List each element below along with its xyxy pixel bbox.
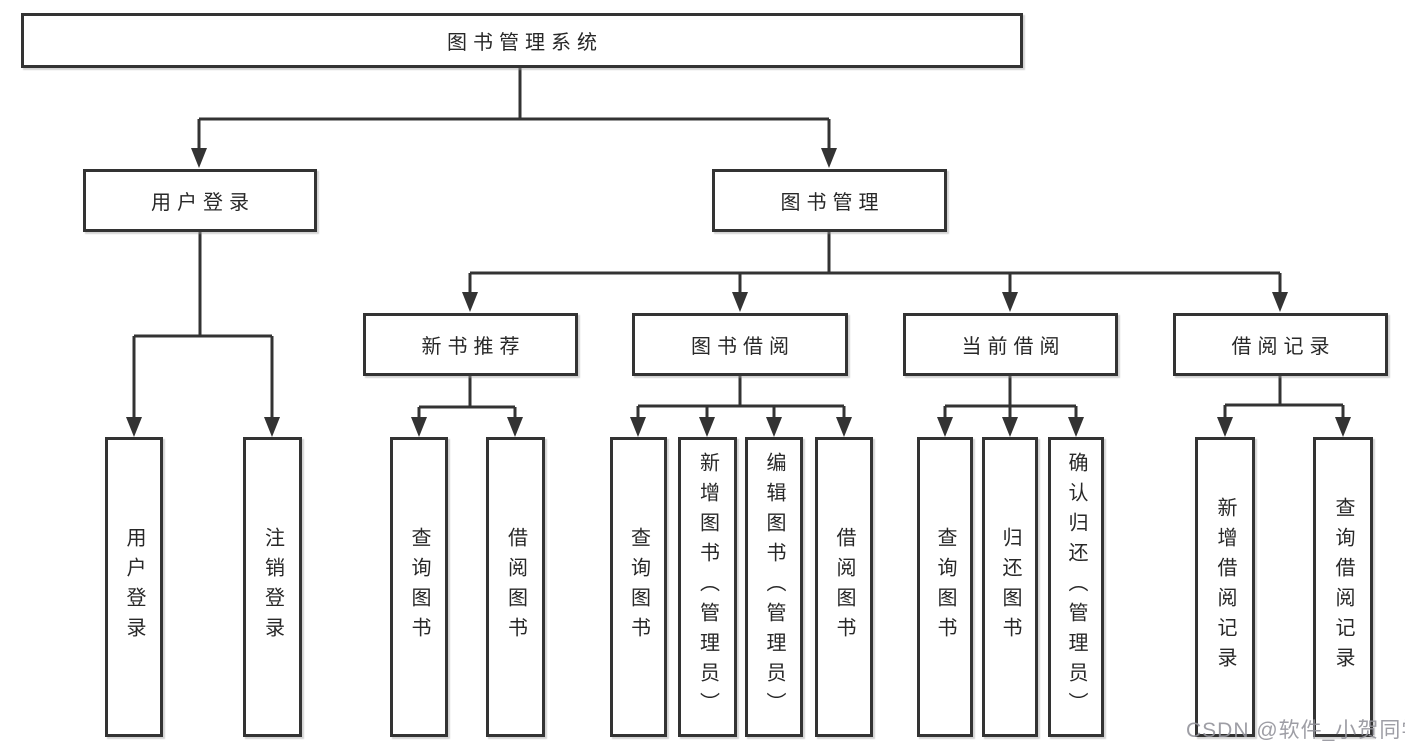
node-book-management-system-label: 图书管理系统 (447, 32, 603, 54)
leaf-query-books-borrow-label: 查询图书 (627, 527, 650, 647)
leaf-borrow-books: 借阅图书 (815, 437, 873, 737)
node-new-book-recommend: 新书推荐 (363, 313, 578, 376)
csdn-watermark: CSDN @软件_小贺同学 (1186, 719, 1405, 742)
leaf-confirm-return-admin-label: 确认归还（管理员） (1065, 452, 1087, 722)
leaf-add-borrow-record: 新增借阅记录 (1195, 437, 1255, 737)
connector-book-management-children (462, 230, 1288, 312)
leaf-add-book-admin: 新增图书（管理员） (678, 437, 737, 737)
leaf-borrow-books-recommend: 借阅图书 (486, 437, 545, 737)
leaf-user-login: 用户登录 (105, 437, 163, 737)
node-current-borrow: 当前借阅 (903, 313, 1118, 376)
leaf-user-login-label: 用户登录 (123, 527, 145, 647)
leaf-confirm-return-admin: 确认归还（管理员） (1048, 437, 1104, 737)
leaf-edit-book-admin-label: 编辑图书（管理员） (763, 452, 785, 722)
leaf-query-books-current-label: 查询图书 (934, 527, 956, 647)
node-book-management-system: 图书管理系统 (21, 13, 1023, 68)
leaf-query-books-current: 查询图书 (917, 437, 973, 737)
node-borrow-records: 借阅记录 (1173, 313, 1388, 376)
node-book-borrow: 图书借阅 (632, 313, 848, 376)
connector-user-login-children (126, 230, 280, 437)
connector-new-book-children (411, 374, 523, 437)
leaf-return-books-label: 归还图书 (999, 527, 1021, 647)
node-new-book-recommend-label: 新书推荐 (421, 336, 526, 358)
node-book-borrow-label: 图书借阅 (691, 336, 795, 358)
node-user-login: 用户登录 (83, 169, 317, 232)
connector-root-to-level2 (191, 66, 837, 168)
leaf-logout: 注销登录 (243, 437, 302, 737)
node-book-management: 图书管理 (712, 169, 947, 232)
node-current-borrow-label: 当前借阅 (961, 336, 1066, 358)
leaf-query-borrow-record-label: 查询借阅记录 (1332, 497, 1354, 677)
leaf-borrow-books-label: 借阅图书 (833, 527, 855, 647)
node-borrow-records-label: 借阅记录 (1231, 336, 1336, 358)
leaf-borrow-books-recommend-label: 借阅图书 (504, 527, 527, 647)
leaf-query-books-recommend-label: 查询图书 (408, 527, 430, 647)
leaf-return-books: 归还图书 (982, 437, 1038, 737)
leaf-add-book-admin-label: 新增图书（管理员） (696, 452, 719, 722)
leaf-add-borrow-record-label: 新增借阅记录 (1214, 497, 1236, 677)
connector-book-borrow-children (630, 374, 852, 437)
leaf-query-borrow-record: 查询借阅记录 (1313, 437, 1373, 737)
leaf-logout-label: 注销登录 (261, 527, 284, 647)
leaf-query-books-recommend: 查询图书 (390, 437, 448, 737)
leaf-edit-book-admin: 编辑图书（管理员） (745, 437, 803, 737)
connector-borrow-records-children (1217, 374, 1351, 437)
node-user-login-label: 用户登录 (151, 192, 255, 214)
leaf-query-books-borrow: 查询图书 (610, 437, 667, 737)
connector-current-borrow-children (937, 374, 1084, 437)
node-book-management-label: 图书管理 (780, 192, 885, 214)
